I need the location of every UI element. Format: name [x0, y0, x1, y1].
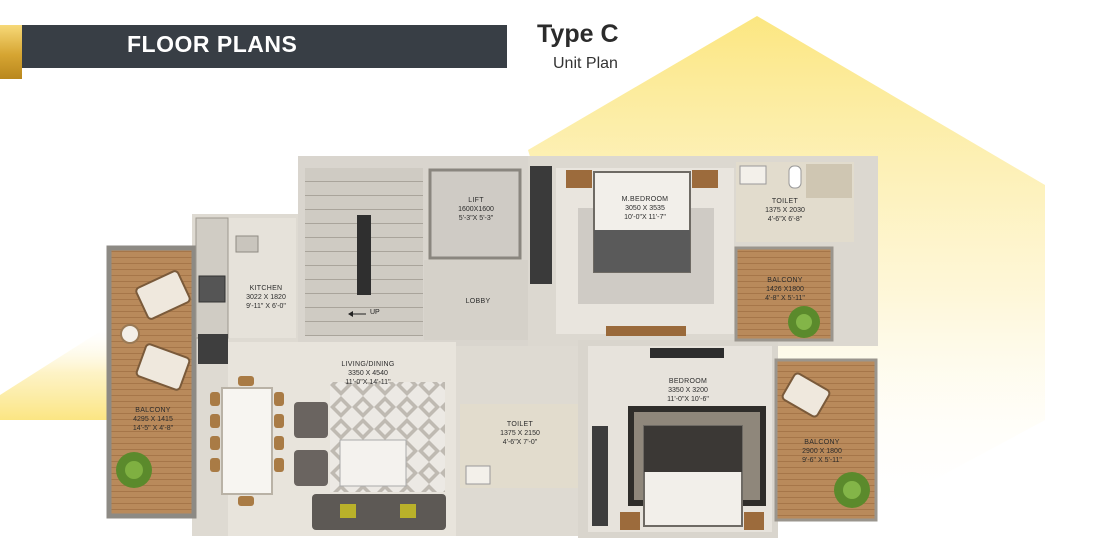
lift-name: LIFT	[468, 197, 484, 204]
lift-floor	[428, 168, 522, 260]
kitchen-dim-mm: 3022 X 1820	[246, 294, 286, 301]
room-label-balcony-left: BALCONY 4295 X 1415 14'-5" X 4'-8"	[133, 406, 173, 433]
room-label-toilet-bottom: TOILET 1375 X 2150 4'-6"X 7'-0"	[500, 420, 540, 447]
bedroom-tv	[650, 348, 724, 358]
balcony-right-bottom-dim-mm: 2900 X 1800	[802, 448, 842, 455]
balcony-left-chair-2	[135, 343, 191, 391]
cushion-1	[340, 504, 356, 518]
room-label-kitchen: KITCHEN 3022 X 1820 9'-11" X 6'-0"	[246, 284, 286, 311]
balcony-right-bottom-dim-ft: 9'-6" X 5'-11"	[802, 457, 842, 464]
lobby-cabinet	[530, 166, 552, 284]
toilet-top-shower	[806, 164, 852, 198]
living-dining-name: LIVING/DINING	[341, 361, 395, 368]
stair-up-label: UP	[370, 309, 380, 316]
unit-type-title: Type C	[537, 20, 619, 48]
living-dining-dim-mm: 3350 X 4540	[348, 370, 388, 377]
room-label-lift: LIFT 1600X1600 5'-3"X 5'-3"	[458, 196, 494, 223]
armchair-1	[294, 402, 328, 438]
toilet-top-name: TOILET	[771, 198, 799, 205]
balcony-right-top-name: BALCONY	[767, 277, 803, 284]
balcony-left-name: BALCONY	[135, 407, 171, 414]
living-dining-dim-ft: 11'-0"X 14'-11"	[345, 379, 391, 386]
master-side-table-1	[566, 170, 592, 188]
balcony-left-dim-mm: 4295 X 1415	[133, 416, 173, 423]
room-label-lobby: LOBBY	[466, 297, 491, 306]
balcony-right-bottom-name: BALCONY	[804, 439, 840, 446]
toilet-bottom-basin	[465, 465, 491, 485]
room-label-living-dining: LIVING/DINING 3350 X 4540 11'-0"X 14'-11…	[341, 360, 394, 387]
balcony-right-top-dim-mm: 1426 X1800	[766, 286, 804, 293]
sofa	[312, 494, 446, 530]
lobby-name: LOBBY	[465, 298, 491, 305]
balcony-left-dim-ft: 14'-5" X 4'-8"	[132, 425, 174, 432]
master-bed-blanket	[594, 230, 690, 272]
room-label-balcony-right-top: BALCONY 1426 X1800 4'-8" X 5'-11"	[765, 276, 805, 303]
toilet-top-basin	[739, 165, 767, 185]
master-bench	[606, 326, 686, 336]
bedroom-side-table-2	[744, 512, 764, 530]
bedroom-name: BEDROOM	[668, 378, 708, 385]
master-bedroom-dim-ft: 10'-0"X 11'-7"	[624, 214, 666, 221]
lobby-floor	[424, 260, 528, 340]
balcony-right-top-dim-ft: 4'-8" X 5'-11"	[765, 295, 805, 302]
room-label-balcony-right-bottom: BALCONY 2900 X 1800 9'-6" X 5'-11"	[802, 438, 842, 465]
dining-chairs	[210, 376, 284, 506]
lift-dim-ft: 5'-3"X 5'-3"	[458, 215, 494, 222]
kitchen-fridge	[198, 334, 228, 364]
toilet-top-dim-mm: 1375 X 2030	[765, 207, 805, 214]
master-side-table-2	[692, 170, 718, 188]
toilet-top-dim-ft: 4'-6"X 6'-8"	[767, 216, 803, 223]
header-accent	[0, 25, 22, 79]
room-label-toilet-top: TOILET 1375 X 2030 4'-6"X 6'-8"	[765, 197, 805, 224]
bedroom-wardrobe	[592, 426, 608, 526]
stair-well	[357, 215, 371, 295]
unit-type-subtitle: Unit Plan	[553, 55, 618, 72]
lift-dim-mm: 1600X1600	[458, 206, 494, 213]
kitchen-dim-ft: 9'-11" X 6'-0"	[246, 303, 286, 310]
kitchen-name: KITCHEN	[249, 285, 283, 292]
armchair-2	[294, 450, 328, 486]
toilet-bottom-name: TOILET	[506, 421, 534, 428]
bedroom-headboard	[644, 426, 742, 472]
room-label-master-bedroom: M.BEDROOM 3050 X 3535 10'-0"X 11'-7"	[622, 195, 669, 222]
dining-table	[221, 387, 273, 495]
header-bar: FLOOR PLANS	[22, 25, 507, 68]
balcony-left-chair-1	[135, 270, 191, 320]
toilet-bottom-dim-ft: 4'-6"X 7'-0"	[502, 439, 538, 446]
toilet-bottom-dim-mm: 1375 X 2150	[500, 430, 540, 437]
master-bedroom-name: M.BEDROOM	[621, 196, 669, 203]
page-title: FLOOR PLANS	[127, 31, 298, 57]
bedroom-side-table-1	[620, 512, 640, 530]
kitchen-sink	[235, 235, 259, 253]
toilet-top-wc	[788, 165, 802, 189]
coffee-table	[339, 439, 407, 487]
kitchen-hob	[198, 275, 226, 303]
balcony-left-table	[120, 324, 140, 344]
glow-left	[0, 325, 110, 420]
bedroom-dim-mm: 3350 X 3200	[668, 387, 708, 394]
balcony-right-bottom-chair	[781, 372, 831, 418]
room-label-bedroom: BEDROOM 3350 X 3200 11'-0"X 10'-6"	[667, 377, 709, 404]
cushion-2	[400, 504, 416, 518]
bedroom-dim-ft: 11'-0"X 10'-6"	[667, 396, 709, 403]
master-bedroom-dim-mm: 3050 X 3535	[625, 205, 665, 212]
